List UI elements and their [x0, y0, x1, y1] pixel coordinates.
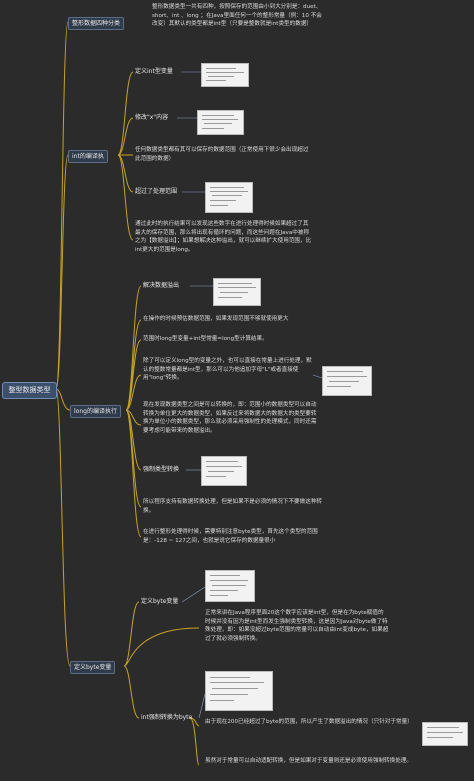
node-out-of-range[interactable]: 超过了处理范围	[135, 188, 178, 195]
force-note: 所以程序支持有数据转换处理，但是如果不是必须的情况下不要做这种转换。	[143, 499, 323, 514]
conversion-note: 现在发现数据类型之间是可以转换的，即：范围小的数据类型可以自动转换为单位更大的数…	[143, 402, 317, 434]
solve-note-2: 范围时long型变量+int型常量=long型计算结果。	[143, 336, 268, 342]
modify-note: 任何数据类型都有其可以保存的数据范围（正常使用下很少会出现超过此范围的数据）	[135, 147, 309, 162]
code-screenshot-overflow	[205, 182, 253, 213]
integer-types-text: 整形数据类型一共有四种，按照保存的范围由小到大分别是：duet、short、in…	[152, 4, 322, 28]
node-integer-types[interactable]: 整形数据四种分类	[68, 17, 125, 30]
code-screenshot-modify	[197, 110, 244, 135]
code-screenshot-force	[201, 456, 247, 486]
root-node[interactable]: 整型数据类型	[2, 382, 57, 399]
int-to-byte-note-1: 由于现在200已经超过了byte的范围，所以产生了数据溢出的情况（只针对于常量）	[205, 719, 413, 725]
node-int-chapter[interactable]: int的编译执	[68, 150, 108, 163]
node-modify-content[interactable]: 修改"x"内容	[135, 114, 169, 121]
define-byte-note: 正常来讲在Java程序里面20这个数字应该是int型，但是在为byte赋值的时候…	[205, 610, 389, 642]
code-screenshot-solve	[213, 278, 261, 306]
code-screenshot-suffix	[322, 366, 372, 396]
node-byte-chapter[interactable]: 定义byte变量	[70, 661, 116, 674]
node-define-constant[interactable]: 定义int型变量	[135, 68, 173, 75]
code-screenshot-int-to-byte	[205, 671, 273, 711]
code-screenshot-define	[201, 63, 249, 87]
byte-range-note: 在进行整形处理得时候，需要特别注意byte类型，首先这个类型的范围是：-128 …	[143, 529, 318, 544]
int-to-byte-note-2: 虽然对于常量可以自动适配转换，但是如果对于变量则还是必须使用强制转换处理。	[205, 758, 412, 764]
node-int-to-byte[interactable]: int强制转换为byte	[141, 714, 193, 721]
node-solve-overflow[interactable]: 解决数据溢出	[143, 282, 180, 289]
code-screenshot-byte	[205, 570, 255, 602]
node-long-chapter[interactable]: long的编译执行	[70, 405, 121, 418]
solve-note-1: 在操作的时候预估数据范围，如果发现范围不够就使用更大	[143, 316, 289, 322]
node-force-convert[interactable]: 强制类型转换	[143, 466, 180, 473]
suffix-note: 除了可以定义long型的变量之外，也可以直接在常量上进行处理，默认的整数常量都是…	[143, 358, 312, 382]
out-of-range-note: 通过此时的执行结果可以发现这些数字在进行处理得时候如果超过了其最大的保存范围，那…	[135, 221, 312, 253]
node-define-byte[interactable]: 定义byte变量	[141, 598, 179, 605]
code-screenshot-overflow-byte	[422, 722, 468, 746]
